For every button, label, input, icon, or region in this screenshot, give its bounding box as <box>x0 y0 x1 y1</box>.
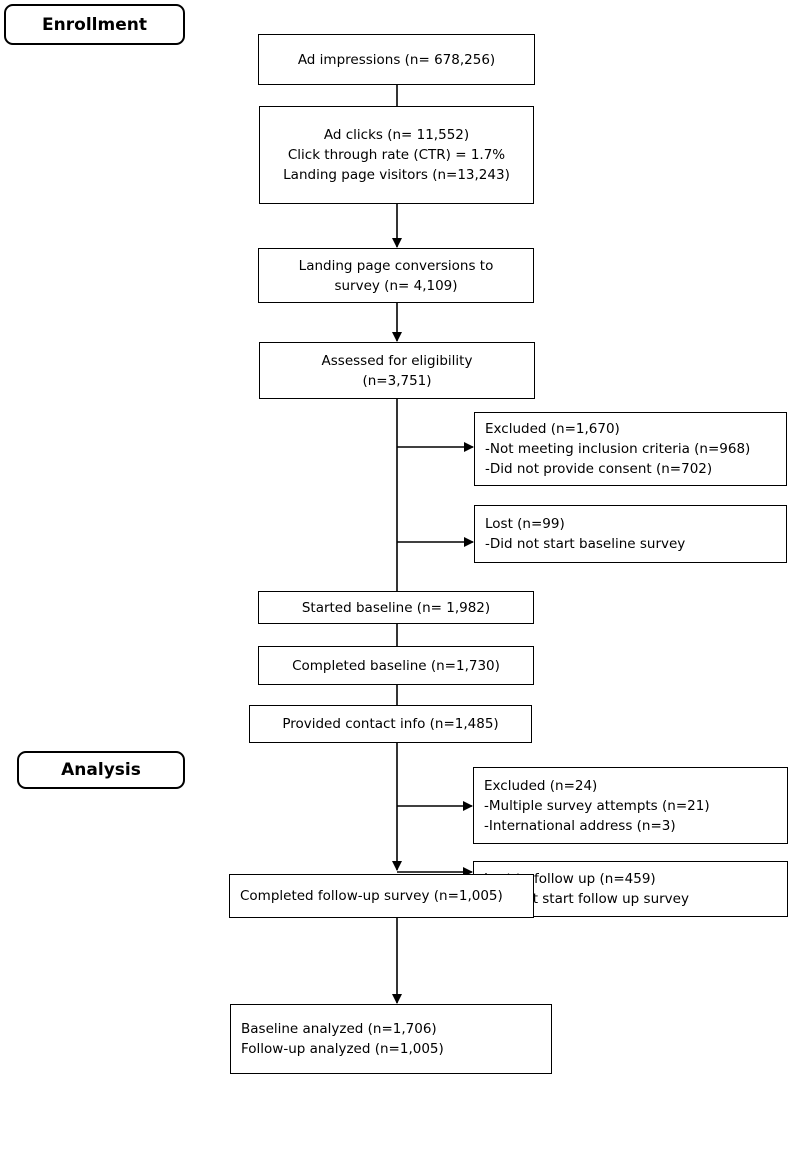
box-followup-completed-line-1: Completed follow-up survey (n=1,005) <box>240 888 503 904</box>
box-conversions-line-2: survey (n= 4,109) <box>334 277 458 294</box>
box-analyzed-line-1: Baseline analyzed (n=1,706) <box>241 1021 437 1037</box>
box-excluded-1-line-3: -Did not provide consent (n=702) <box>485 461 713 477</box>
box-started-baseline-line-1: Started baseline (n= 1,982) <box>301 599 491 616</box>
box-excluded-2: Excluded (n=24) -Multiple survey attempt… <box>473 767 788 844</box>
box-conversions: Landing page conversions to survey (n= 4… <box>258 248 534 303</box>
box-eligibility: Assessed for eligibility (n=3,751) <box>259 342 535 399</box>
box-conversions-line-1: Landing page conversions to <box>298 257 494 274</box>
box-ad-clicks-line-1: Ad clicks (n= 11,552) <box>323 127 470 143</box>
box-eligibility-line-2: (n=3,751) <box>362 372 432 389</box>
box-analyzed: Baseline analyzed (n=1,706) Follow-up an… <box>230 1004 552 1074</box>
box-excluded-2-line-1: Excluded (n=24) <box>484 777 598 794</box>
stage-enrollment-label: Enrollment <box>42 14 147 35</box>
box-contact-info: Provided contact info (n=1,485) <box>249 705 532 743</box>
box-ad-impressions-line-1: Ad impressions (n= 678,256) <box>297 51 496 68</box>
box-lost-1: Lost (n=99) -Did not start baseline surv… <box>474 505 787 563</box>
box-followup-completed: Completed follow-up survey (n=1,005) <box>229 874 534 918</box>
box-excluded-2-line-2: -Multiple survey attempts (n=21) <box>484 797 710 814</box>
box-started-baseline: Started baseline (n= 1,982) <box>258 591 534 624</box>
stage-analysis: Analysis <box>17 751 185 789</box>
box-analyzed-line-2: Follow-up analyzed (n=1,005) <box>241 1041 444 1057</box>
box-lost-1-line-1: Lost (n=99) <box>485 516 565 532</box>
box-lost-1-line-2: -Did not start baseline survey <box>485 536 686 552</box>
box-eligibility-line-1: Assessed for eligibility <box>321 352 473 369</box>
box-contact-info-line-1: Provided contact info (n=1,485) <box>282 716 499 732</box>
box-ad-impressions: Ad impressions (n= 678,256) <box>258 34 535 85</box>
box-completed-baseline: Completed baseline (n=1,730) <box>258 646 534 685</box>
box-completed-baseline-line-1: Completed baseline (n=1,730) <box>292 657 500 674</box>
box-ad-clicks-line-3: Landing page visitors (n=13,243) <box>283 167 510 183</box>
box-ad-clicks-line-2: Click through rate (CTR) = 1.7% <box>287 147 506 163</box>
box-excluded-1-line-2: -Not meeting inclusion criteria (n=968) <box>485 441 751 457</box>
box-excluded-1: Excluded (n=1,670) -Not meeting inclusio… <box>474 412 787 486</box>
box-lost-2-line-2: -Did not start follow up survey <box>484 891 689 907</box>
box-ad-clicks: Ad clicks (n= 11,552) Click through rate… <box>259 106 534 204</box>
box-excluded-1-line-1: Excluded (n=1,670) <box>485 421 620 437</box>
stage-enrollment: Enrollment <box>4 4 185 45</box>
box-excluded-2-line-3: -International address (n=3) <box>484 817 676 834</box>
stage-analysis-label: Analysis <box>61 760 141 780</box>
